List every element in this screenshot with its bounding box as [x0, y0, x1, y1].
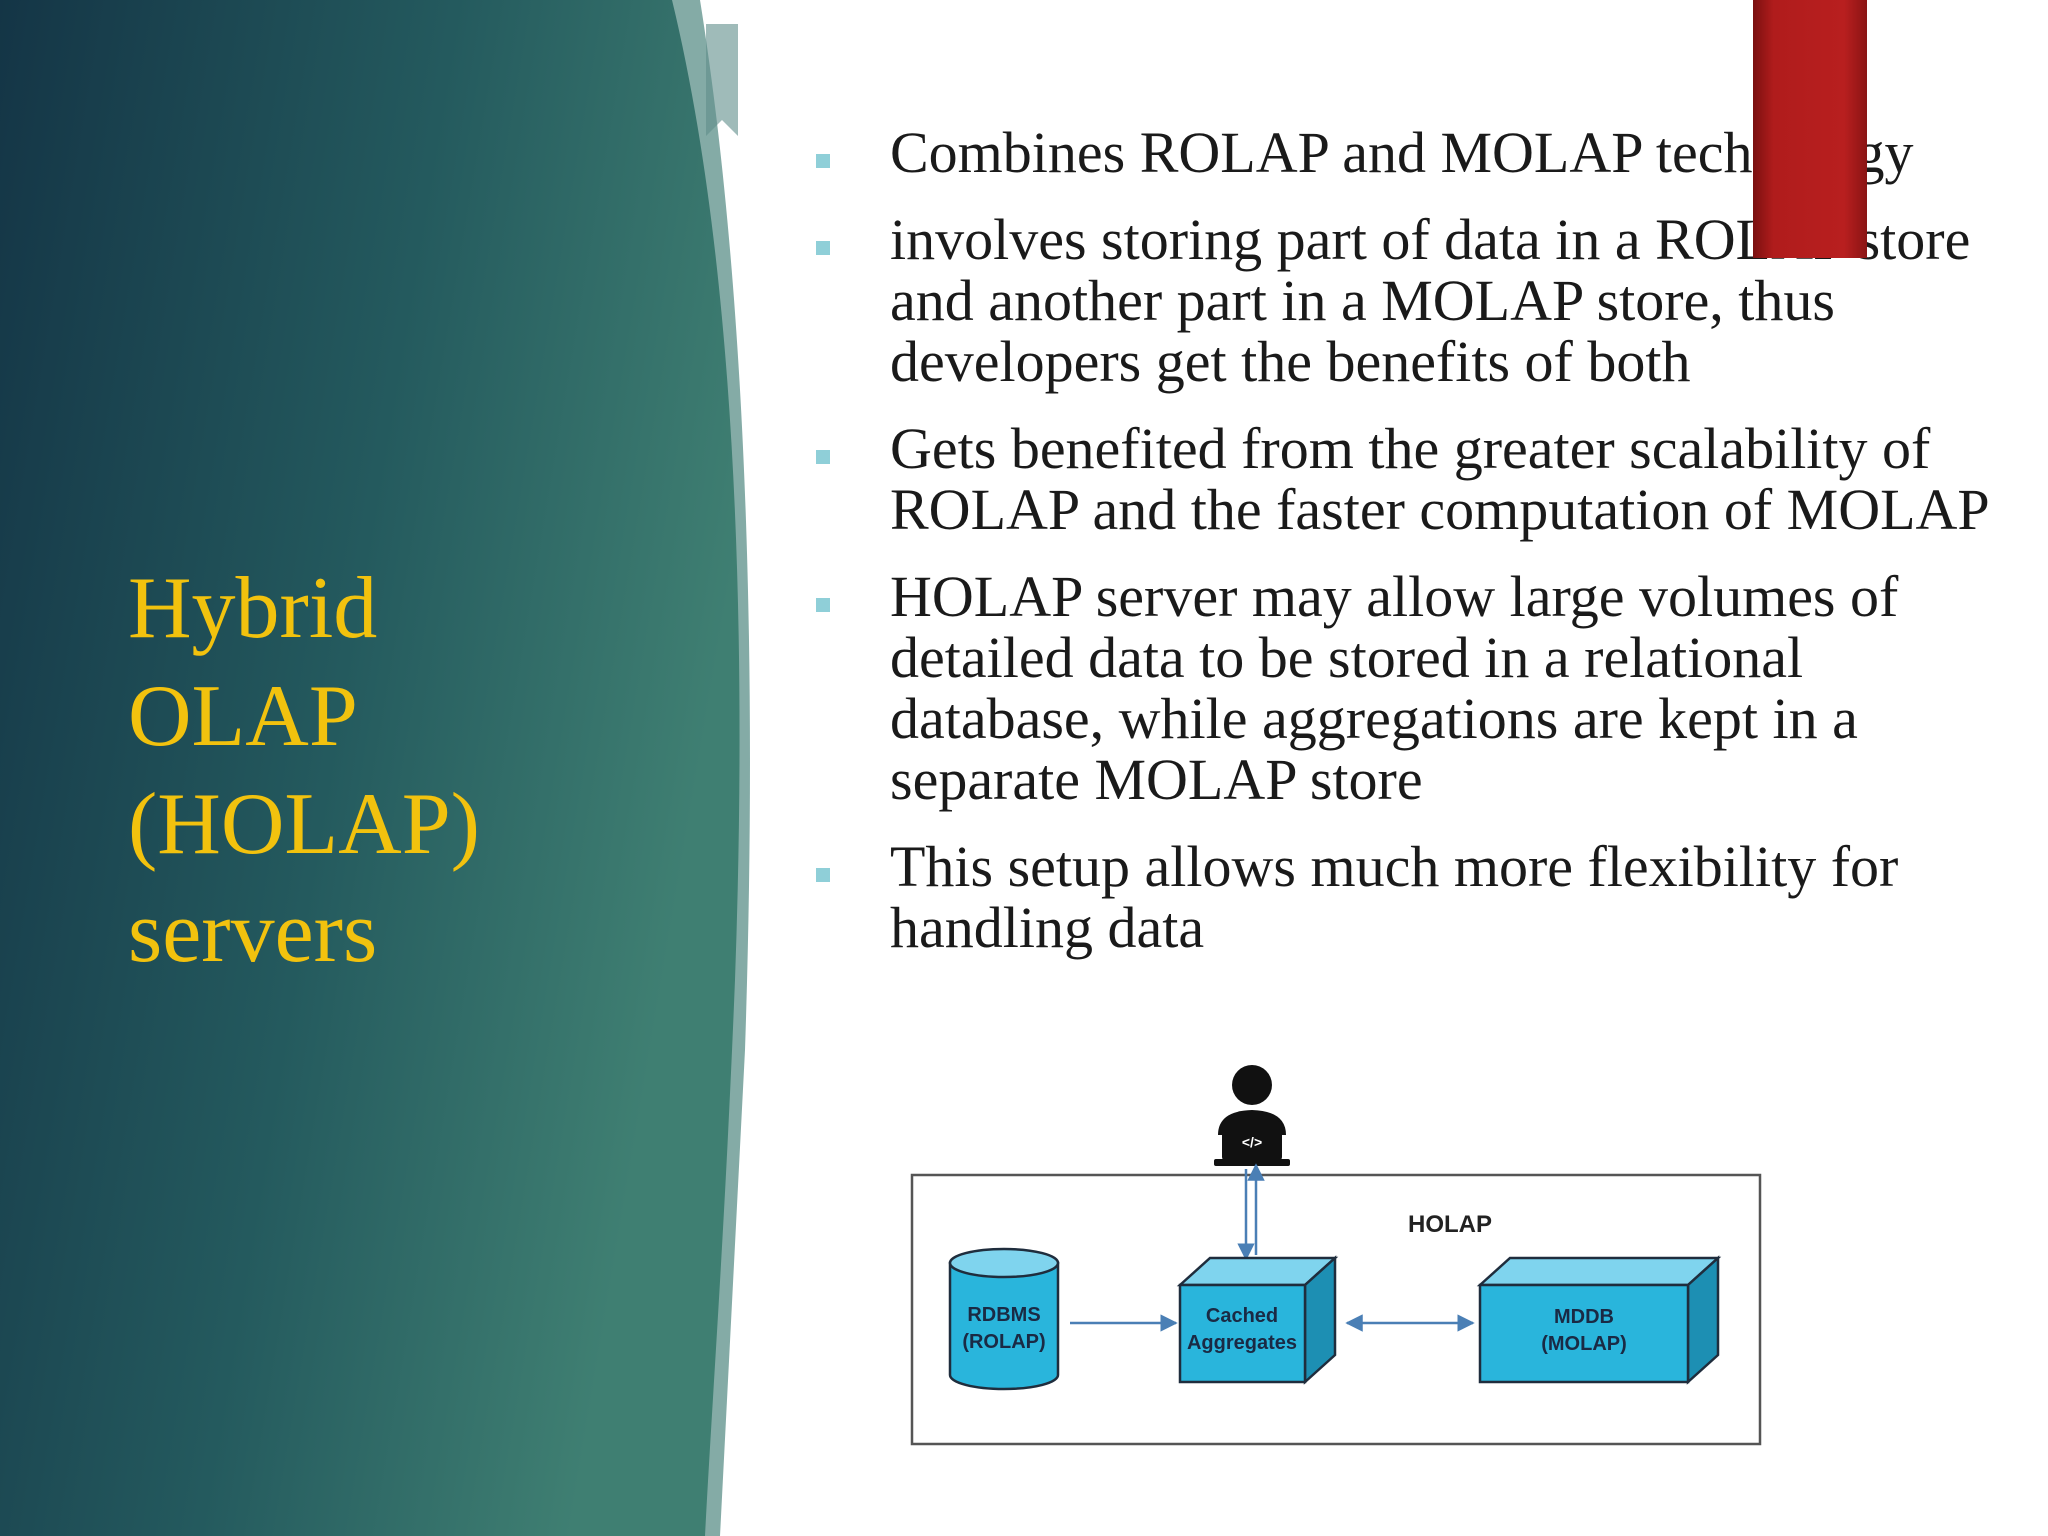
- slide-title: Hybrid OLAP (HOLAP) servers: [128, 555, 648, 987]
- bullet-text: Combines ROLAP and MOLAP technology: [890, 120, 1914, 185]
- mddb-label-2: (MOLAP): [1541, 1333, 1627, 1355]
- bullet-square-icon: [816, 450, 830, 464]
- holap-diagram: </> HOLAP RDBMS (ROLAP) Cached Aggregate…: [910, 1065, 1762, 1446]
- title-line: Hybrid: [128, 560, 378, 657]
- bullet-text: HOLAP server may allow large volumes of …: [890, 564, 1899, 812]
- title-line: OLAP: [128, 668, 358, 765]
- bullet-text: This setup allows much more flexibility …: [890, 834, 1899, 960]
- mddb-cube: MDDB (MOLAP): [1476, 1255, 1722, 1385]
- bullet-square-icon: [816, 598, 830, 612]
- bullet-item: Combines ROLAP and MOLAP technology: [808, 122, 2008, 183]
- panel-ribbon-arrow: [706, 24, 738, 136]
- bullet-item: Gets benefited from the greater scalabil…: [808, 418, 2008, 540]
- red-accent-bar: [1753, 0, 1867, 258]
- bullet-item: HOLAP server may allow large volumes of …: [808, 566, 2008, 810]
- cache-label-2: Aggregates: [1187, 1332, 1297, 1354]
- bullet-item: This setup allows much more flexibility …: [808, 836, 2008, 958]
- rdbms-label-2: (ROLAP): [962, 1331, 1045, 1353]
- bullet-square-icon: [816, 241, 830, 255]
- rdbms-label-1: RDBMS: [967, 1304, 1040, 1326]
- title-line: servers: [128, 884, 378, 981]
- title-line: (HOLAP): [128, 776, 480, 873]
- bullet-square-icon: [816, 868, 830, 882]
- developer-laptop-icon: </>: [1214, 1065, 1290, 1166]
- bullet-text: Gets benefited from the greater scalabil…: [890, 416, 1990, 542]
- rdbms-cylinder: RDBMS (ROLAP): [948, 1247, 1060, 1391]
- mddb-label-1: MDDB: [1554, 1306, 1614, 1328]
- holap-frame-label: HOLAP: [1408, 1211, 1492, 1238]
- panel-stripe: [665, 0, 750, 1536]
- cached-aggregates-cube: Cached Aggregates: [1176, 1255, 1339, 1385]
- bullet-square-icon: [816, 154, 830, 168]
- svg-text:</>: </>: [1242, 1134, 1262, 1150]
- cache-label-1: Cached: [1206, 1305, 1278, 1327]
